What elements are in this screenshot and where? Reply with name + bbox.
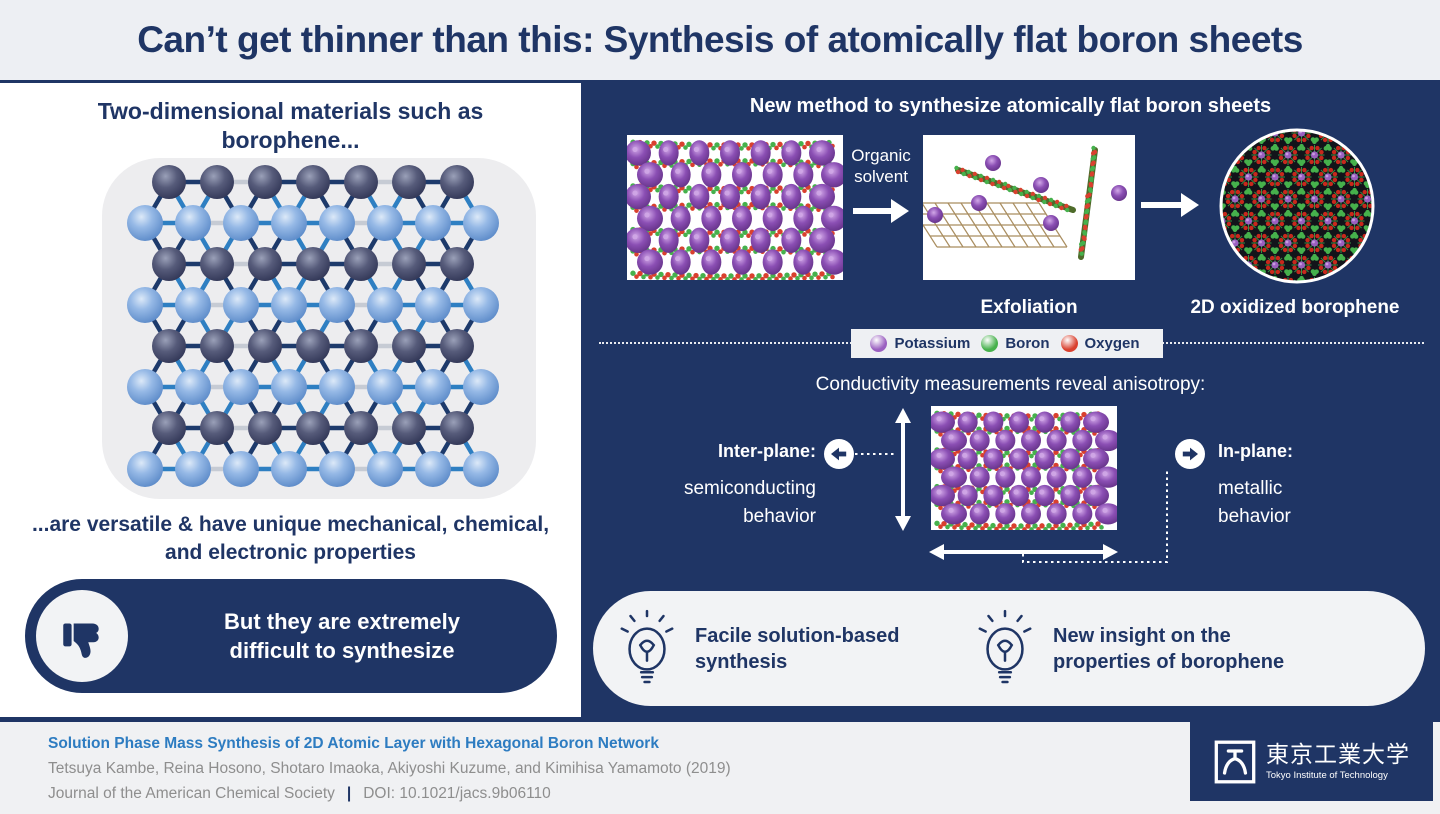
journal-name: Journal of the American Chemical Society (48, 785, 335, 802)
highlight-facile-synthesis: Facile solution-based synthesis (615, 607, 973, 691)
journal-row: Journal of the American Chemical Society… (48, 785, 1440, 803)
arrow-right-circle-icon (1175, 439, 1205, 469)
tokyo-tech-logo: 東京工業大学 Tokyo Institute of Technology (1190, 722, 1433, 801)
product-label: 2D oxidized borophene (1190, 297, 1400, 318)
organic-solvent-step: Organic solvent (833, 145, 929, 229)
left-subtext: ...are versatile & have unique mechanica… (31, 512, 550, 564)
left-heading: Two-dimensional materials such as boroph… (97, 98, 484, 154)
in-plane-desc: metallic behavior (1218, 478, 1291, 527)
layered-crystal-structure-image (627, 135, 843, 280)
potassium-label: Potassium (894, 335, 971, 352)
potassium-swatch (870, 335, 888, 352)
left-panel-borophene-intro: Two-dimensional materials such as boroph… (0, 83, 581, 717)
tokyo-tech-logo-text: 東京工業大学 Tokyo Institute of Technology (1266, 740, 1410, 781)
thumbs-down-icon (35, 590, 128, 683)
conductivity-heading: Conductivity measurements reveal anisotr… (815, 374, 1206, 395)
footer-divider (0, 717, 1440, 722)
boron-swatch (981, 335, 999, 352)
boron-label: Boron (1005, 335, 1050, 352)
page-title: Can’t get thinner than this: Synthesis o… (137, 19, 1303, 60)
highlight-text-1: Facile solution-based synthesis (695, 624, 900, 673)
arrow-right-icon (1141, 193, 1199, 217)
highlights-pill: Facile solution-based synthesis (593, 591, 1425, 706)
title-banner: Can’t get thinner than this: Synthesis o… (0, 0, 1440, 83)
right-panel-new-method: New method to synthesize atomically flat… (581, 83, 1440, 717)
paper-doi: DOI: 10.1021/jacs.9b06110 (363, 785, 551, 802)
oxygen-swatch (1060, 335, 1078, 352)
paper-authors: Tetsuya Kambe, Reina Hosono, Shotaro Ima… (48, 760, 731, 777)
arrow-left-circle-icon (824, 439, 854, 469)
citation-footer: Solution Phase Mass Synthesis of 2D Atom… (0, 722, 1440, 814)
highlight-new-insight: New insight on the properties of borophe… (973, 607, 1303, 691)
organic-solvent-label: Organic solvent (851, 146, 911, 187)
arrow-right-icon (853, 198, 909, 223)
conductivity-crystal-image (931, 406, 1117, 530)
exfoliation-image (923, 135, 1135, 280)
inter-plane-label: Inter-plane: (717, 441, 816, 461)
logo-jp: 東京工業大学 (1266, 740, 1410, 767)
lightbulb-icon (978, 609, 1032, 683)
pipe-separator: | (346, 785, 352, 802)
paper-title: Solution Phase Mass Synthesis of 2D Atom… (48, 735, 659, 752)
tokyo-tech-swallow-icon (1214, 740, 1256, 783)
exfoliation-label: Exfoliation (980, 297, 1078, 318)
borophene-lattice-illustration (102, 157, 536, 499)
right-heading: New method to synthesize atomically flat… (749, 95, 1272, 117)
main-content: Two-dimensional materials such as boroph… (0, 83, 1440, 717)
oxidized-borophene-image (1219, 128, 1375, 284)
inter-plane-desc: semiconducting behavior (683, 478, 816, 527)
logo-en: Tokyo Institute of Technology (1266, 769, 1388, 781)
oxygen-label: Oxygen (1084, 335, 1140, 352)
in-plane-label: In-plane: (1218, 441, 1293, 461)
highlight-text-2: New insight on the properties of borophe… (1053, 624, 1285, 673)
difficulty-pill-text-wrap: But they are extremely difficult to synt… (128, 607, 557, 665)
atom-legend: Potassium Boron Oxygen (851, 329, 1163, 358)
difficulty-pill: But they are extremely difficult to synt… (24, 579, 557, 694)
difficulty-pill-text: But they are extremely difficult to synt… (224, 609, 460, 664)
lightbulb-icon (620, 609, 674, 683)
